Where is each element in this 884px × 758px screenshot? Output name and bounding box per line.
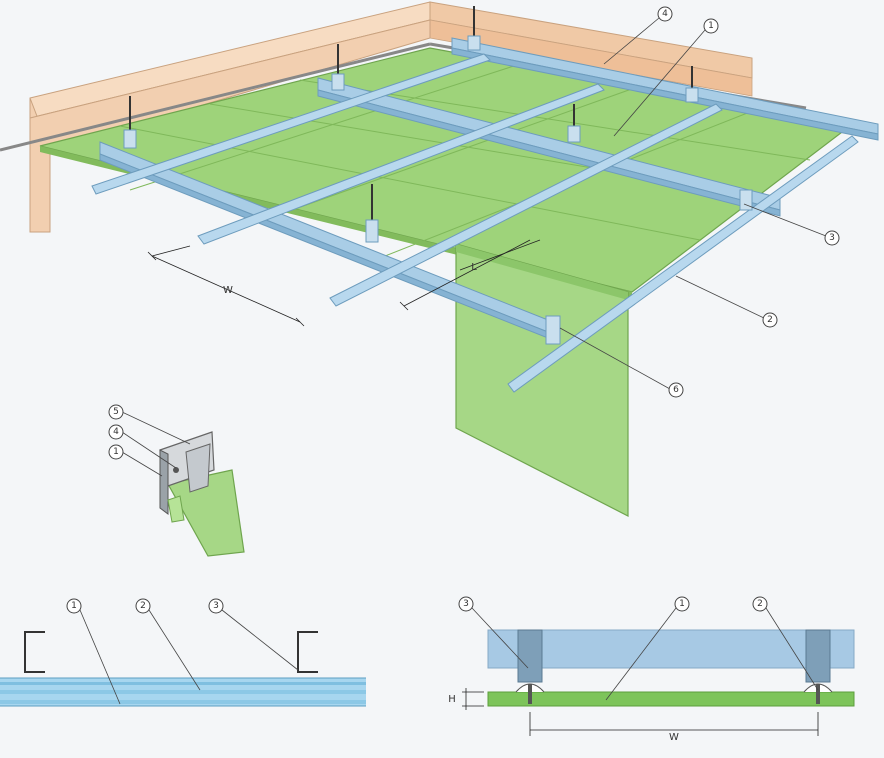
main-callouts: 4 1 3 2 6 xyxy=(559,6,840,398)
callout-1-detail xyxy=(108,444,124,460)
callout-2-right xyxy=(752,596,768,612)
svg-text:3: 3 xyxy=(213,601,219,611)
callout-3-main xyxy=(824,230,840,246)
isometric-ceiling-view: W L 4 1 3 2 6 xyxy=(0,1,879,517)
callout-5-detail xyxy=(108,404,124,420)
callout-1-left xyxy=(66,598,82,614)
svg-text:2: 2 xyxy=(757,599,763,609)
hanger-clips xyxy=(123,35,753,345)
svg-text:5: 5 xyxy=(113,407,119,417)
svg-text:6: 6 xyxy=(673,385,679,395)
dimension-w: W xyxy=(147,245,305,327)
svg-text:1: 1 xyxy=(708,21,714,31)
l-label: L xyxy=(471,262,477,273)
section-right-view: W H 3 1 2 xyxy=(448,596,855,743)
h-section-label: H xyxy=(448,694,456,705)
svg-text:1: 1 xyxy=(71,601,77,611)
w-section-label: W xyxy=(669,732,679,743)
callout-4-detail xyxy=(108,424,124,440)
svg-text:1: 1 xyxy=(679,599,685,609)
callout-1-main xyxy=(703,18,719,34)
callout-1-right xyxy=(674,596,690,612)
main-profiles xyxy=(99,37,879,341)
dimension-l: L xyxy=(399,239,531,311)
callout-6-main xyxy=(668,382,684,398)
callout-2-left xyxy=(135,598,151,614)
svg-text:3: 3 xyxy=(463,599,469,609)
cross-profiles xyxy=(91,53,859,393)
svg-text:4: 4 xyxy=(113,427,119,437)
callout-3-right xyxy=(458,596,474,612)
svg-text:1: 1 xyxy=(113,447,119,457)
svg-text:3: 3 xyxy=(829,233,835,243)
svg-text:4: 4 xyxy=(662,9,668,19)
svg-text:2: 2 xyxy=(140,601,146,611)
section-left-view: 1 2 3 xyxy=(0,598,366,707)
clip-detail-view: 5 4 1 xyxy=(108,404,245,557)
callout-4-main xyxy=(657,6,673,22)
callout-2-main xyxy=(762,312,778,328)
svg-text:2: 2 xyxy=(767,315,773,325)
callout-3-left xyxy=(208,598,224,614)
w-label: W xyxy=(223,285,233,296)
